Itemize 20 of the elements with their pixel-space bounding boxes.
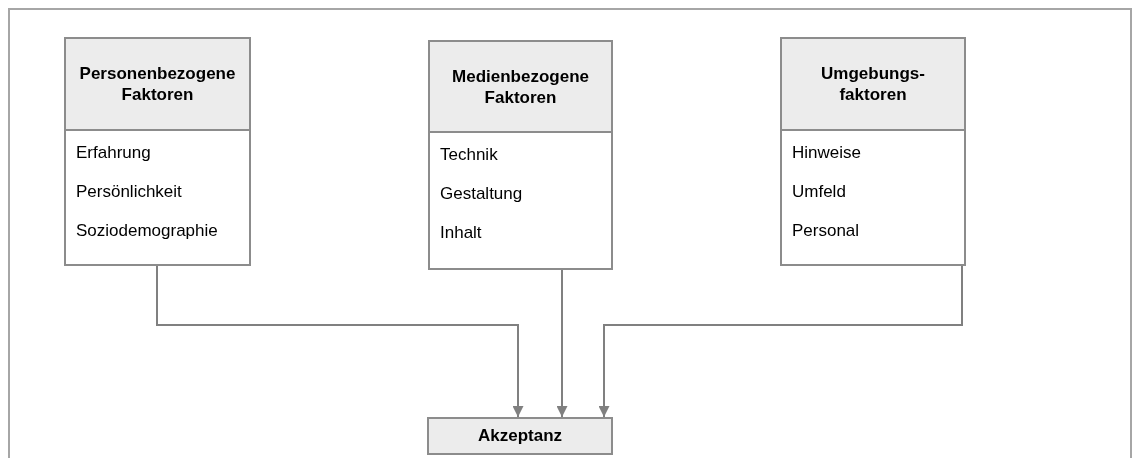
factor-label: Persönlichkeit [76,182,182,202]
factor-label: Inhalt [440,223,482,243]
factor-label: Soziodemographie [76,221,218,241]
box-heading: Personenbezogene Faktoren [66,39,249,131]
result-label: Akzeptanz [477,426,563,446]
factor-label: Gestaltung [440,184,523,204]
connector-arrow [556,269,568,418]
factor-label: Hinweise [792,143,861,163]
factor-label: Personal [792,221,860,241]
result-box [427,417,613,455]
connector-arrow [598,265,963,418]
box-heading: Medienbezogene Faktoren [430,42,611,133]
factor-label: Umfeld [792,182,846,202]
factor-box [64,37,251,266]
factor-label: Technik [440,145,498,165]
factor-box [428,40,613,270]
factor-box [780,37,966,266]
factor-label: Erfahrung [76,143,151,163]
connector-arrow [156,265,524,418]
box-heading: Umgebungs-faktoren [782,39,964,131]
